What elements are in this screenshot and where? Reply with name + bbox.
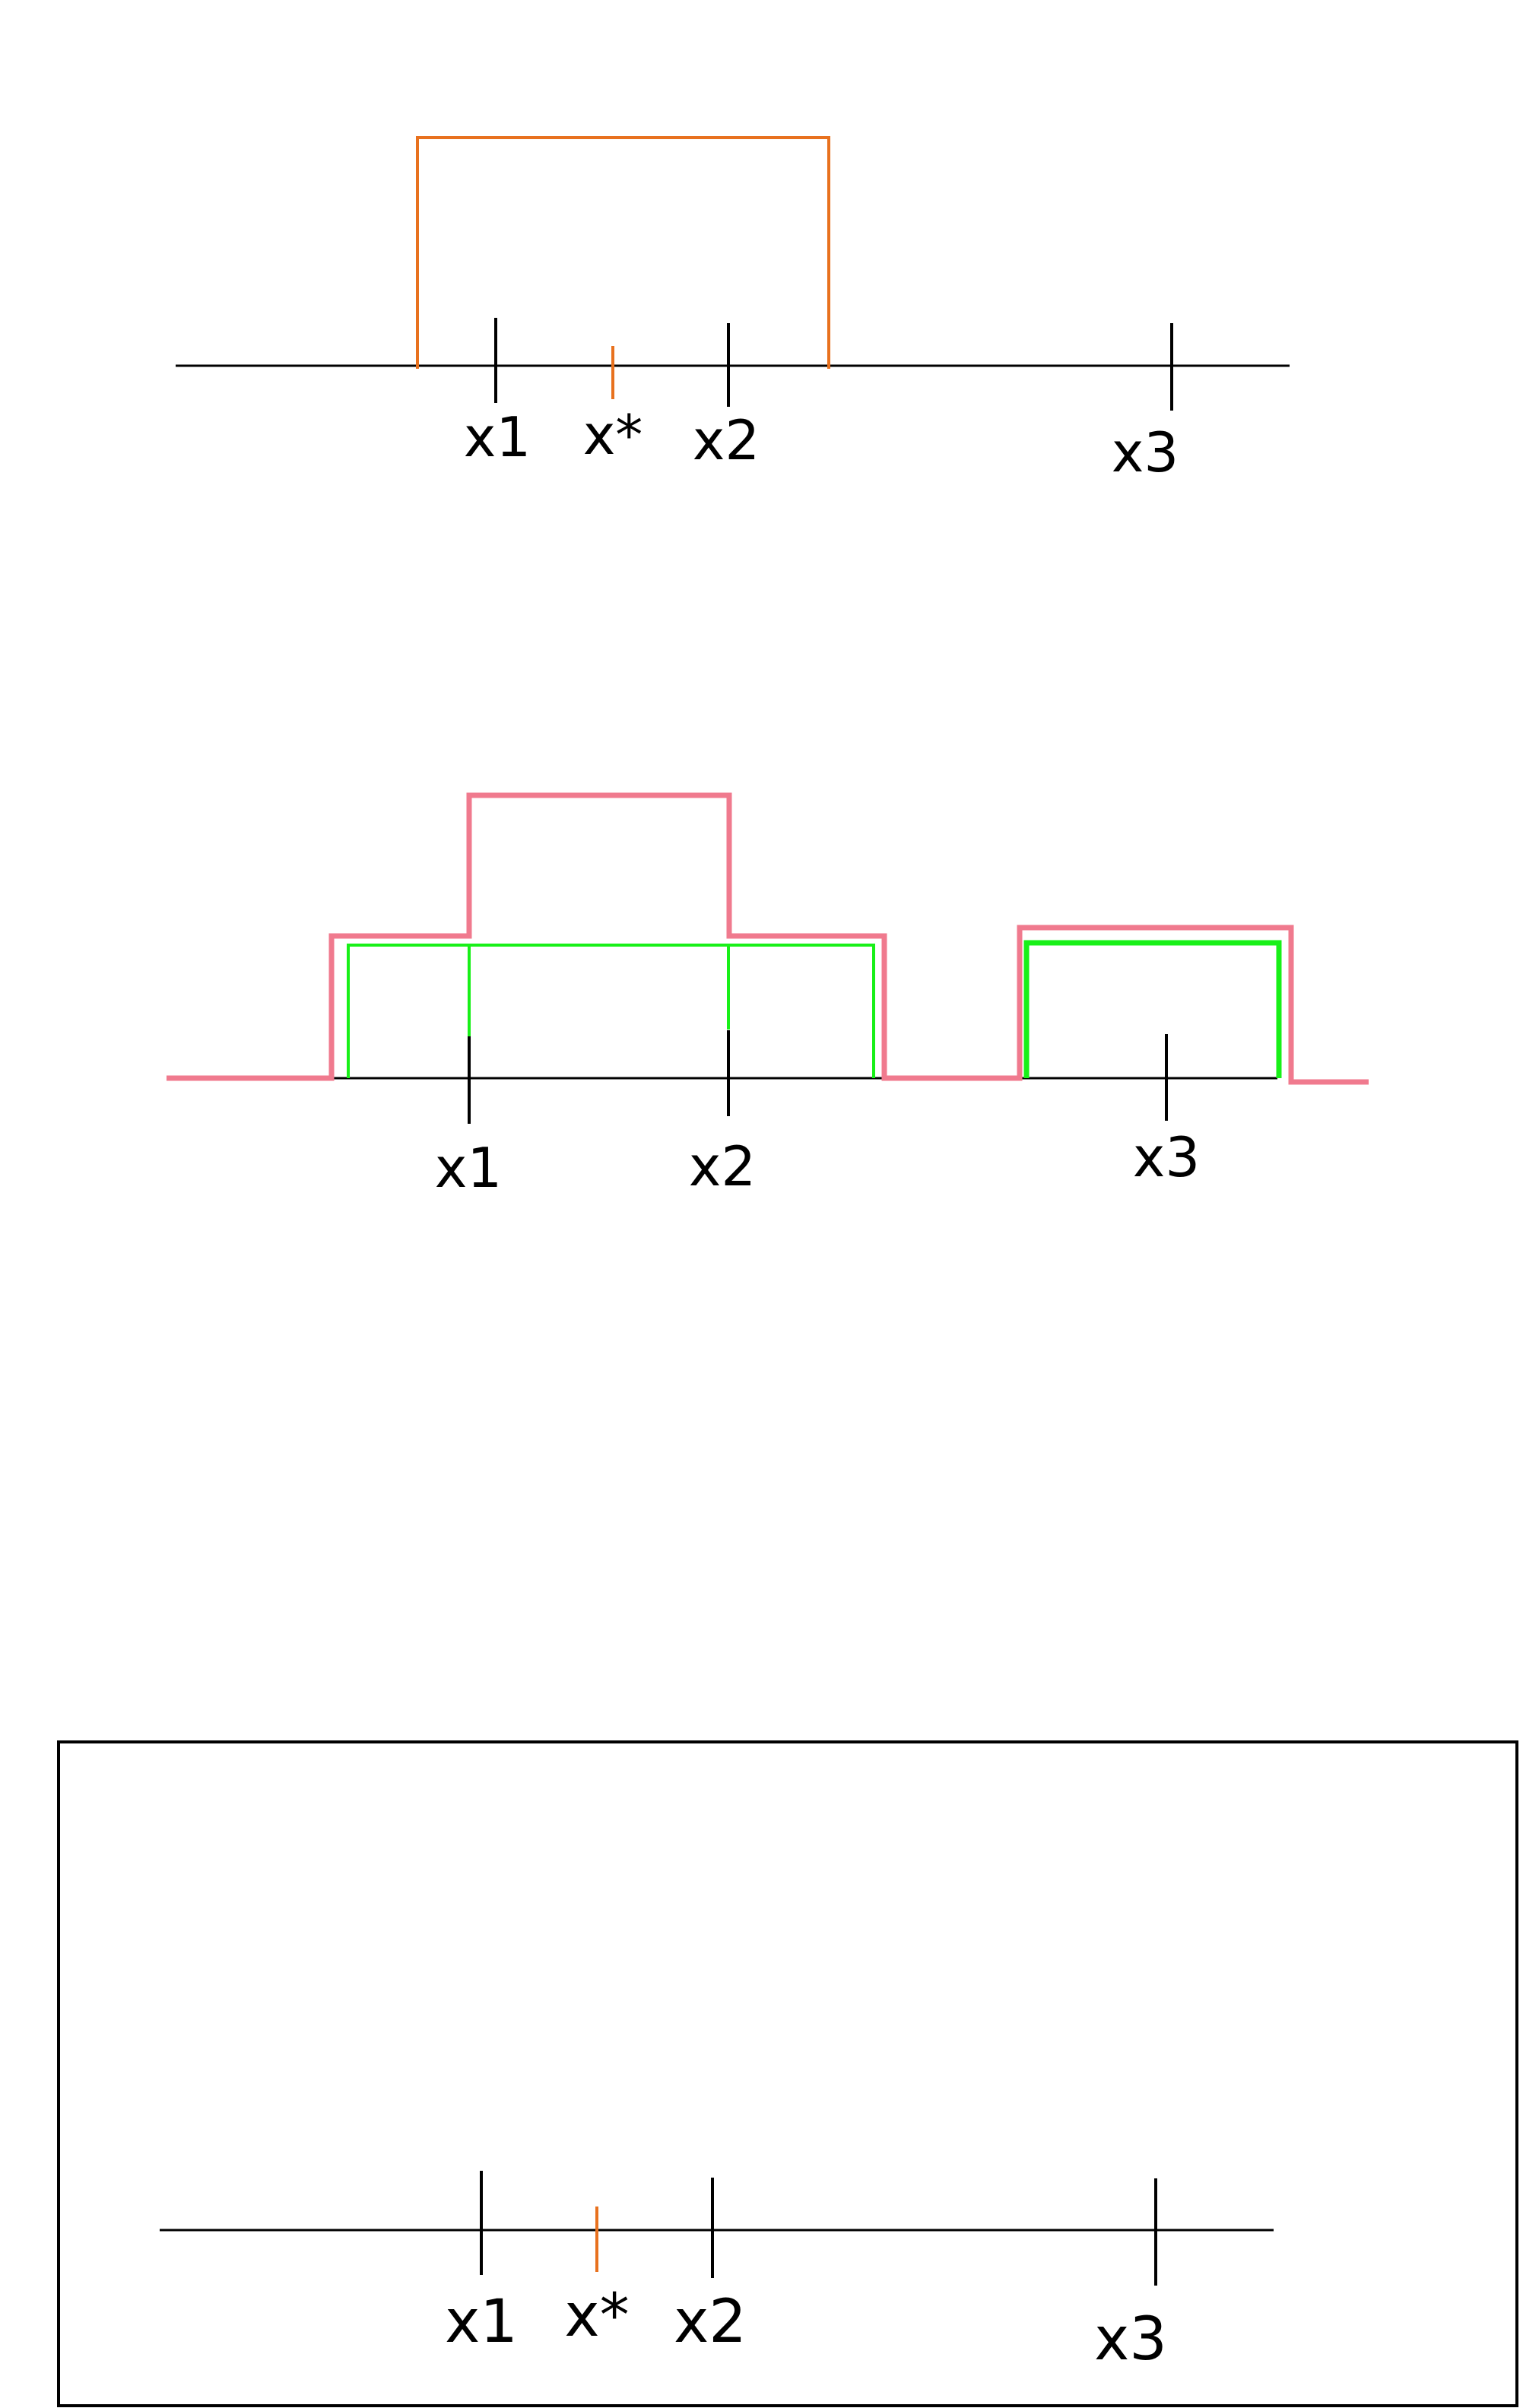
panel-3: x1 x* x2 x3 bbox=[57, 1740, 1518, 2407]
panel-2: x1 x2 x3 bbox=[167, 792, 1369, 1200]
panel-2-label-x2: x2 bbox=[689, 1134, 756, 1198]
panel-1-orange-box bbox=[416, 136, 830, 369]
panel-3-label-x2: x2 bbox=[674, 2288, 747, 2356]
panel-2-label-x3: x3 bbox=[1133, 1125, 1200, 1189]
panel-1-label-xstar: x* bbox=[583, 403, 643, 467]
panel-3-label-x1: x1 bbox=[445, 2288, 518, 2356]
panel-3-label-x3: x3 bbox=[1094, 2305, 1167, 2374]
panel-1-label-x3: x3 bbox=[1112, 420, 1179, 484]
panel-1: x1 x* x2 x3 bbox=[176, 136, 1290, 484]
panel-3-frame bbox=[57, 1740, 1518, 2407]
panel-1-label-x2: x2 bbox=[693, 408, 760, 472]
panel-2-pink-outline bbox=[167, 792, 1369, 1085]
panel-2-label-x1: x1 bbox=[435, 1136, 502, 1200]
panel-3-label-xstar: x* bbox=[564, 2282, 629, 2350]
panel-2-green-box-right bbox=[1023, 940, 1282, 1078]
panel-1-label-x1: x1 bbox=[464, 405, 531, 469]
panel-2-green-box-left bbox=[347, 944, 875, 1078]
